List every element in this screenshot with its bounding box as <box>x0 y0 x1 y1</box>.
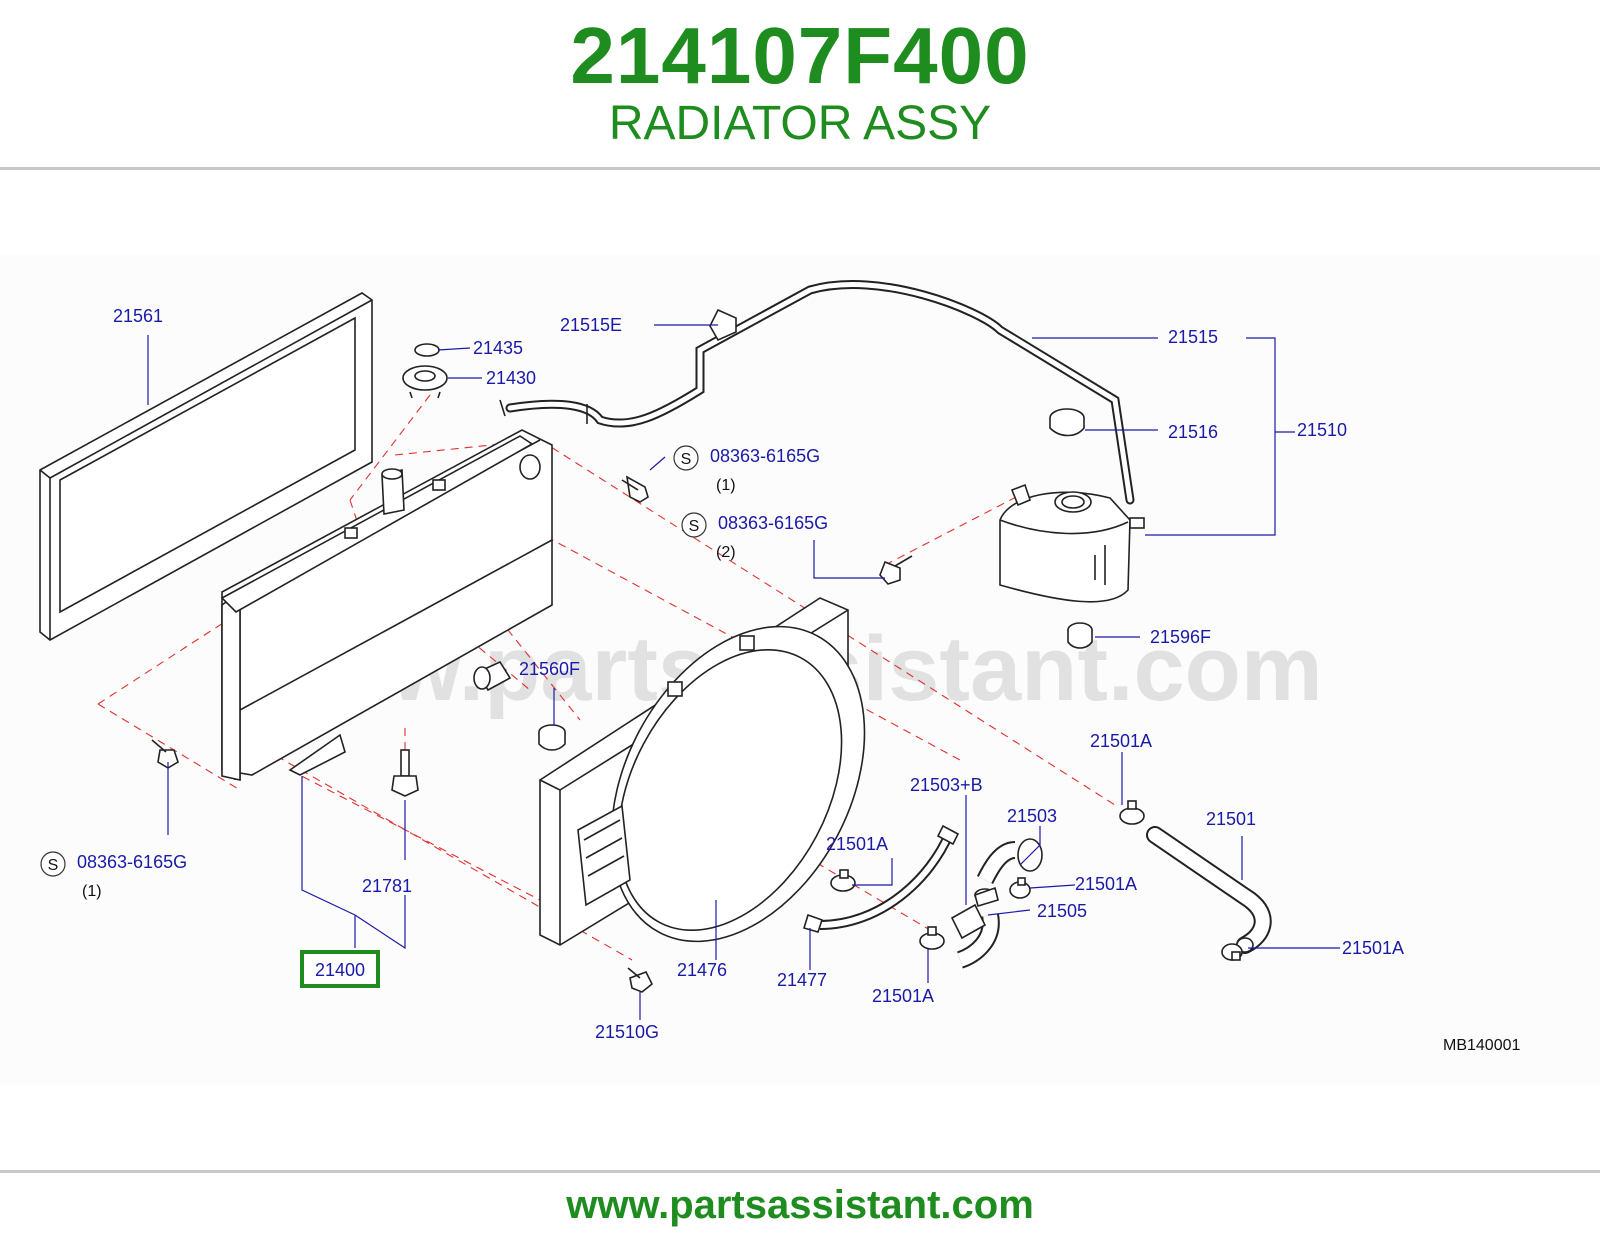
part-name-subtitle: RADIATOR ASSY <box>608 97 992 150</box>
radiator-cap-21430 <box>402 365 448 399</box>
hose-21503B <box>802 824 960 933</box>
leader-lines <box>147 324 1340 1020</box>
label-21501: 21501 <box>1206 809 1256 829</box>
label-21510: 21510 <box>1297 420 1347 440</box>
hose-21505 <box>950 886 999 940</box>
bolt-left <box>151 739 179 769</box>
label-21503B: 21503+B <box>910 775 983 795</box>
label-s3-qty: (1) <box>82 883 102 900</box>
grommet-21596F <box>1067 622 1093 649</box>
label-21505: 21505 <box>1037 901 1087 921</box>
label-s3-number: 08363-6165G <box>77 852 187 872</box>
label-21477: 21477 <box>777 970 827 990</box>
label-21515E: 21515E <box>560 315 622 335</box>
label-21515: 21515 <box>1168 327 1218 347</box>
label-s2-number: 08363-6165G <box>718 513 828 533</box>
label-s1-number: 08363-6165G <box>710 446 820 466</box>
tank-cap-21516 <box>1049 408 1085 437</box>
s3-mark: S <box>48 857 59 874</box>
fan-shroud-21476 <box>539 597 866 946</box>
bolt-upper <box>621 475 649 503</box>
radiator-core-21400 <box>220 429 553 781</box>
label-21503: 21503 <box>1007 806 1057 826</box>
label-21501A-3: 21501A <box>1075 874 1137 894</box>
grommet-21560F <box>538 724 566 751</box>
hose-clamp-3 <box>1009 877 1031 899</box>
highlight-21400: 21400 <box>300 950 380 988</box>
label-21501A-1: 21501A <box>1090 731 1152 751</box>
service-part-s2: S 08363-6165G (2) <box>681 512 828 561</box>
diagram-code: MB140001 <box>1443 1037 1520 1054</box>
label-21501A-4: 21501A <box>1342 938 1404 958</box>
bolt-middle <box>879 555 913 585</box>
hose-clamp-1 <box>1119 800 1145 825</box>
label-21560F: 21560F <box>519 659 580 679</box>
label-21476: 21476 <box>677 960 727 980</box>
parts-diagram: www.partsassistant.com <box>0 255 1600 1085</box>
hose-clamp-5 <box>1221 943 1243 961</box>
header-divider <box>0 167 1600 170</box>
hose-clamp-2 <box>830 869 856 892</box>
clip-21510G <box>627 967 654 993</box>
seal-frame-21561 <box>39 292 373 641</box>
label-s1-qty: (1) <box>716 477 736 494</box>
cap-seal-21435 <box>414 343 440 357</box>
label-21561: 21561 <box>113 306 163 326</box>
hose-clamp-4 <box>919 926 945 950</box>
page-header: 214107F400 RADIATOR ASSY <box>0 0 1600 168</box>
label-21501A-2: 21501A <box>826 834 888 854</box>
label-21596F: 21596F <box>1150 627 1211 647</box>
clip-21515E <box>709 308 737 342</box>
parts-diagram-svg: www.partsassistant.com <box>39 280 1520 1054</box>
hose-21503 <box>956 838 1043 969</box>
service-part-s3: S 08363-6165G (1) <box>40 851 187 900</box>
label-21430: 21430 <box>486 368 536 388</box>
footer-url-link[interactable]: www.partsassistant.com <box>566 1183 1034 1227</box>
label-21501A-5: 21501A <box>872 986 934 1006</box>
service-part-s1: S 08363-6165G (1) <box>673 445 820 494</box>
label-21510G: 21510G <box>595 1022 659 1042</box>
reservoir-tank-21510 <box>999 483 1145 603</box>
label-21516: 21516 <box>1168 422 1218 442</box>
label-21400: 21400 <box>315 960 365 980</box>
s2-mark: S <box>689 518 700 535</box>
label-s2-qty: (2) <box>716 544 736 561</box>
footer-divider <box>0 1170 1600 1173</box>
overflow-hose-21515 <box>499 280 1135 505</box>
s1-mark: S <box>681 451 692 468</box>
bolt-21781 <box>391 749 419 797</box>
part-number-title: 214107F400 <box>570 11 1030 100</box>
hose-21501 <box>1146 826 1272 954</box>
label-21435: 21435 <box>473 338 523 358</box>
part-labels: 21561 21435 21430 21515E 21515 21516 215… <box>40 306 1520 1054</box>
label-21781: 21781 <box>362 876 412 896</box>
